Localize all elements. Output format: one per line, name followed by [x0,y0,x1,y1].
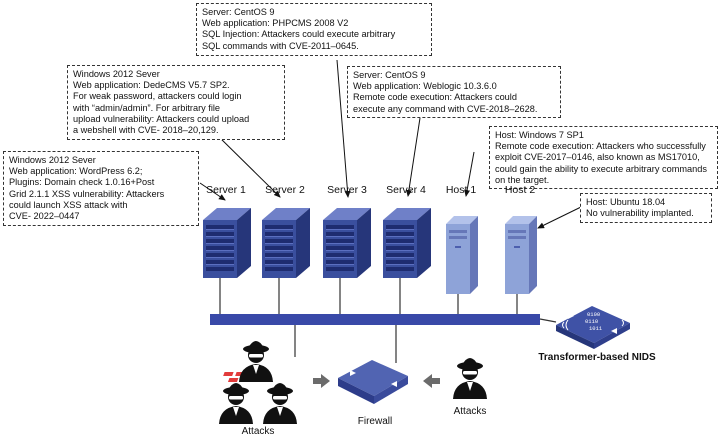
nids-bits-2: 0110 [585,318,598,325]
nids-device-icon [556,306,630,349]
attack-arrow-right [423,374,440,388]
host-1-label: Host 1 [445,184,477,196]
host-1-icon [446,216,478,294]
attack-arrow-left [313,374,330,388]
server-1-label: Server 1 [206,184,246,196]
firewall-icon [223,360,408,404]
server-3-label: Server 3 [327,184,367,196]
nids-link [539,318,557,323]
nids-bits-1: 0100 [587,311,600,318]
network-bus [210,314,540,325]
firewall-caption: Firewall [357,416,393,427]
attacks-left-caption: Attacks [241,426,275,437]
server-2-icon [262,208,310,278]
attacker-right-icon [453,358,487,399]
host-2-label: Host 2 [504,184,536,196]
host-2-icon [505,216,537,294]
server-1-icon [203,208,251,278]
nids-bits-3: 1011 [589,325,603,332]
callout-arrows [199,59,582,229]
server-4-label: Server 4 [386,184,426,196]
attacker-left-bottom-right-icon [263,383,297,424]
bus-drop-lines [219,278,518,363]
nids-caption: Transformer-based NIDS [538,352,656,363]
server-4-icon [383,208,431,278]
attacker-left-bottom-left-icon [219,383,253,424]
server-3-icon [323,208,371,278]
attacks-right-caption: Attacks [453,406,487,417]
server-2-label: Server 2 [265,184,305,196]
attacker-left-top-icon [239,341,273,382]
